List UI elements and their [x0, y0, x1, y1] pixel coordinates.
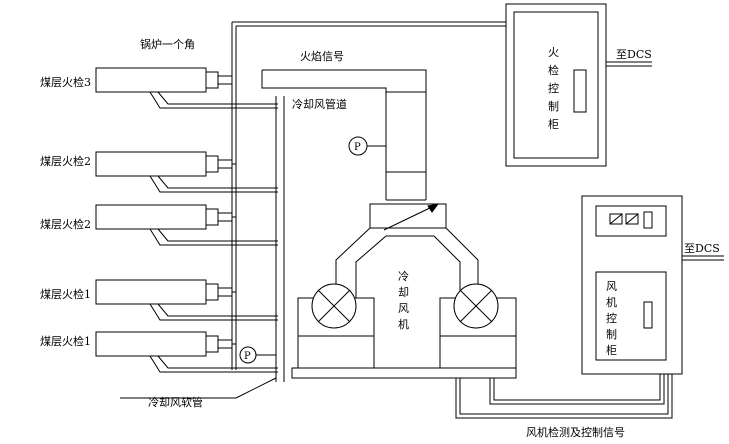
svg-text:风: 风: [606, 280, 617, 293]
dcs-link-2: 至DCS: [682, 242, 724, 261]
cooling-hose-label: 冷却风软管: [148, 395, 203, 409]
svg-text:火: 火: [548, 46, 559, 59]
dcs-link-1: 至DCS: [606, 48, 652, 67]
detector-hose: [157, 303, 278, 317]
damper-box: [369, 203, 447, 231]
cooling-fan-label: 冷 却 风 机: [398, 270, 409, 331]
pressure-gauge-upper: P: [348, 136, 386, 156]
detector-body: [95, 331, 207, 357]
to-dcs-label: 至DCS: [616, 48, 652, 61]
hose-leader: [235, 377, 277, 399]
detector-nozzle: [205, 283, 219, 301]
detector-head: [217, 75, 233, 85]
detector-head: [217, 287, 233, 297]
svg-text:控: 控: [548, 81, 559, 95]
cooling-duct: [261, 69, 427, 201]
detector-3: 煤层火检2: [40, 204, 278, 246]
svg-text:机: 机: [398, 317, 409, 331]
pressure-label: P: [244, 351, 251, 362]
pressure-gauge-lower: P: [239, 346, 276, 364]
detector-4: 煤层火检1: [40, 279, 278, 321]
flame-detector-cabinet: 火 检 控 制 柜: [505, 3, 607, 167]
fan-signal-label: 风机检测及控制信号: [526, 425, 625, 439]
detector-nozzle: [205, 71, 219, 89]
detector-2: 煤层火检2: [40, 151, 278, 193]
to-dcs-label: 至DCS: [684, 242, 720, 255]
detector-head: [217, 339, 233, 349]
detector-nozzle: [205, 208, 219, 226]
detector-label: 煤层火检2: [40, 154, 91, 168]
detector-body: [95, 67, 207, 93]
svg-text:柜: 柜: [606, 344, 617, 357]
pressure-label: P: [354, 142, 361, 153]
detector-label: 煤层火检1: [40, 334, 91, 348]
cooling-air-header: [275, 96, 285, 382]
svg-text:检: 检: [548, 63, 559, 77]
detector-hose: [149, 228, 278, 246]
cooling-duct-label: 冷却风管道: [292, 97, 347, 111]
detector-label: 煤层火检2: [40, 217, 91, 231]
svg-text:制: 制: [606, 328, 617, 341]
detector-nozzle: [205, 335, 219, 353]
svg-text:柜: 柜: [548, 118, 559, 131]
detector-label: 煤层火检3: [40, 75, 91, 89]
fan-base: [291, 367, 517, 379]
svg-text:风: 风: [398, 302, 409, 315]
detector-head: [217, 159, 233, 169]
detector-label: 煤层火检1: [40, 287, 91, 301]
signal-cable-bus: [231, 21, 492, 370]
detector-nozzle: [205, 155, 219, 173]
svg-text:却: 却: [398, 286, 409, 299]
detector-hose: [157, 175, 278, 189]
detector-head: [217, 212, 233, 222]
detector-hose: [149, 175, 278, 193]
detector-body: [95, 279, 207, 305]
svg-text:机: 机: [606, 295, 617, 309]
detector-hose: [157, 91, 278, 105]
detector-body: [95, 204, 207, 230]
detector-hose: [157, 355, 278, 369]
flame-signal-label: 火焰信号: [300, 49, 344, 63]
fan-control-cabinet: 风 机 控 制 柜: [581, 195, 683, 375]
cooling-fan-left: [297, 283, 375, 369]
detector-1: 煤层火检3: [40, 67, 278, 109]
boiler-corner-label: 锅炉一个角: [140, 38, 195, 51]
detector-hose: [149, 355, 278, 373]
svg-text:控: 控: [606, 311, 617, 325]
svg-text:制: 制: [548, 100, 559, 113]
cooling-fan-right: [439, 283, 517, 369]
svg-text:冷: 冷: [398, 270, 409, 283]
detector-hose: [149, 303, 278, 321]
detector-hose: [149, 91, 278, 109]
detector-5: 煤层火检1: [40, 331, 278, 373]
detector-body: [95, 151, 207, 177]
fan-signal-cables: [455, 374, 673, 419]
detector-hose: [157, 228, 278, 242]
